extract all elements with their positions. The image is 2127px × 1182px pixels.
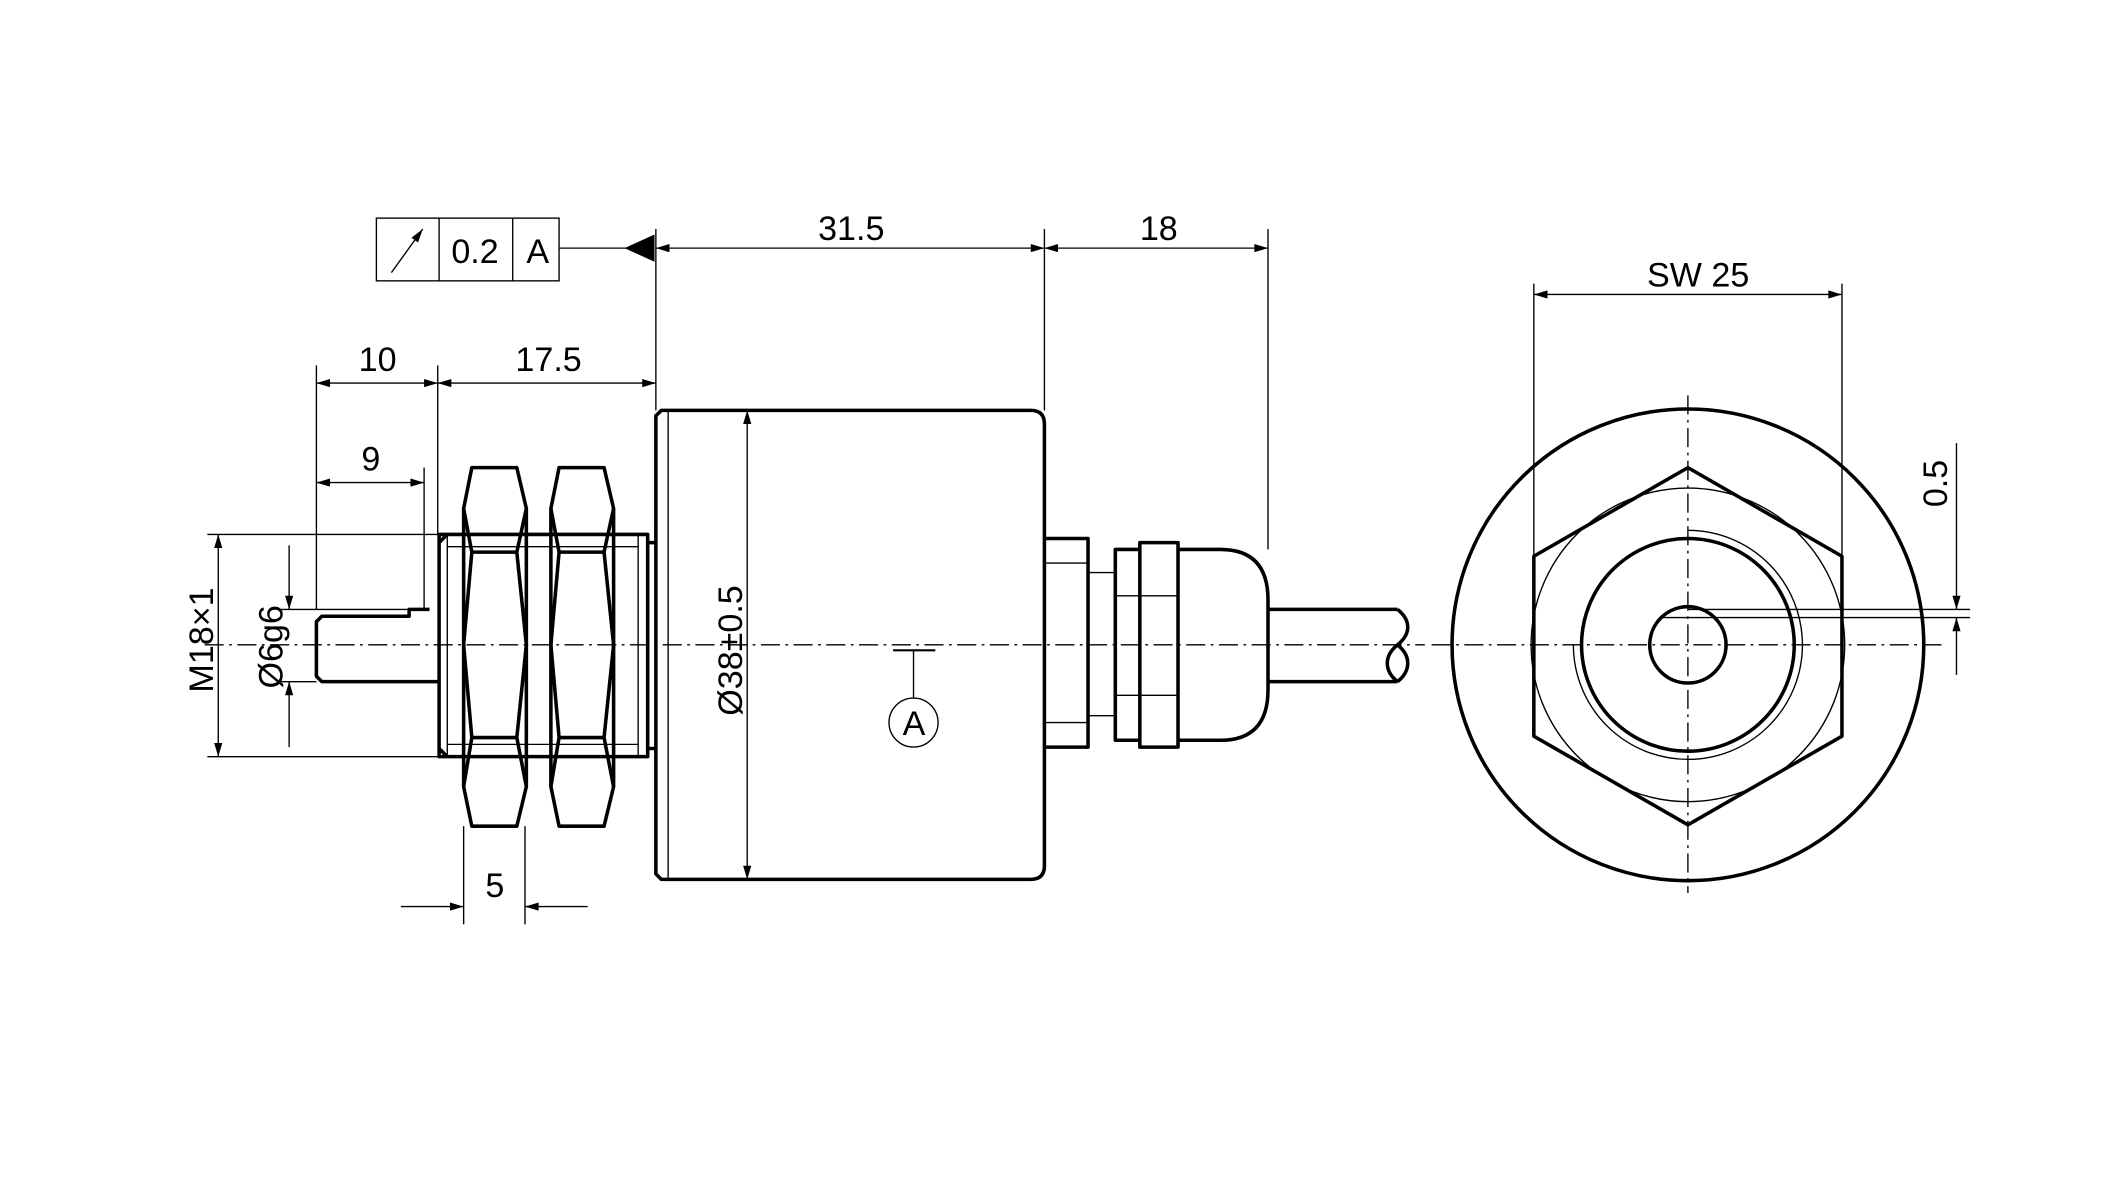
hex-nut <box>461 465 529 828</box>
hex-nut <box>549 465 616 828</box>
tolerance-datum: A <box>526 233 549 271</box>
tolerance-value: 0.2 <box>451 233 498 271</box>
dim-thread-length: 17.5 <box>515 341 581 379</box>
dim-shaft-diameter: Ø6g6 <box>252 605 290 688</box>
dim-flat-length: 9 <box>361 440 380 478</box>
runout-arrow-icon <box>390 228 424 274</box>
shaft <box>314 607 440 684</box>
front-view: SW 25 0.5 <box>1431 256 1971 893</box>
housing <box>654 408 1047 882</box>
dimensions: 31.5 18 10 17.5 9 M18×1 Ø6g6 Ø38±0.5 5 <box>183 210 1269 925</box>
dim-wrench-size: SW 25 <box>1647 256 1749 294</box>
side-view <box>204 408 1425 882</box>
dim-nut-width: 5 <box>485 867 504 905</box>
datum-marker: A <box>888 649 939 748</box>
housing-outline <box>1450 407 1926 883</box>
datum-label: A <box>903 705 926 743</box>
dim-shaft-length: 10 <box>359 341 397 379</box>
threaded-body <box>437 532 656 759</box>
shaft-outline <box>1647 604 1728 685</box>
cable <box>1267 607 1410 684</box>
tolerance-frame: 0.2 A <box>375 217 655 282</box>
dim-housing-diameter: Ø38±0.5 <box>712 585 750 716</box>
dim-gland-length: 18 <box>1140 210 1178 248</box>
cable-gland <box>1044 536 1270 749</box>
dim-flat-depth: 0.5 <box>1917 460 1955 507</box>
thread-outline <box>1579 536 1797 753</box>
dim-housing-length: 31.5 <box>818 210 884 248</box>
dim-thread-size: M18×1 <box>183 587 221 692</box>
